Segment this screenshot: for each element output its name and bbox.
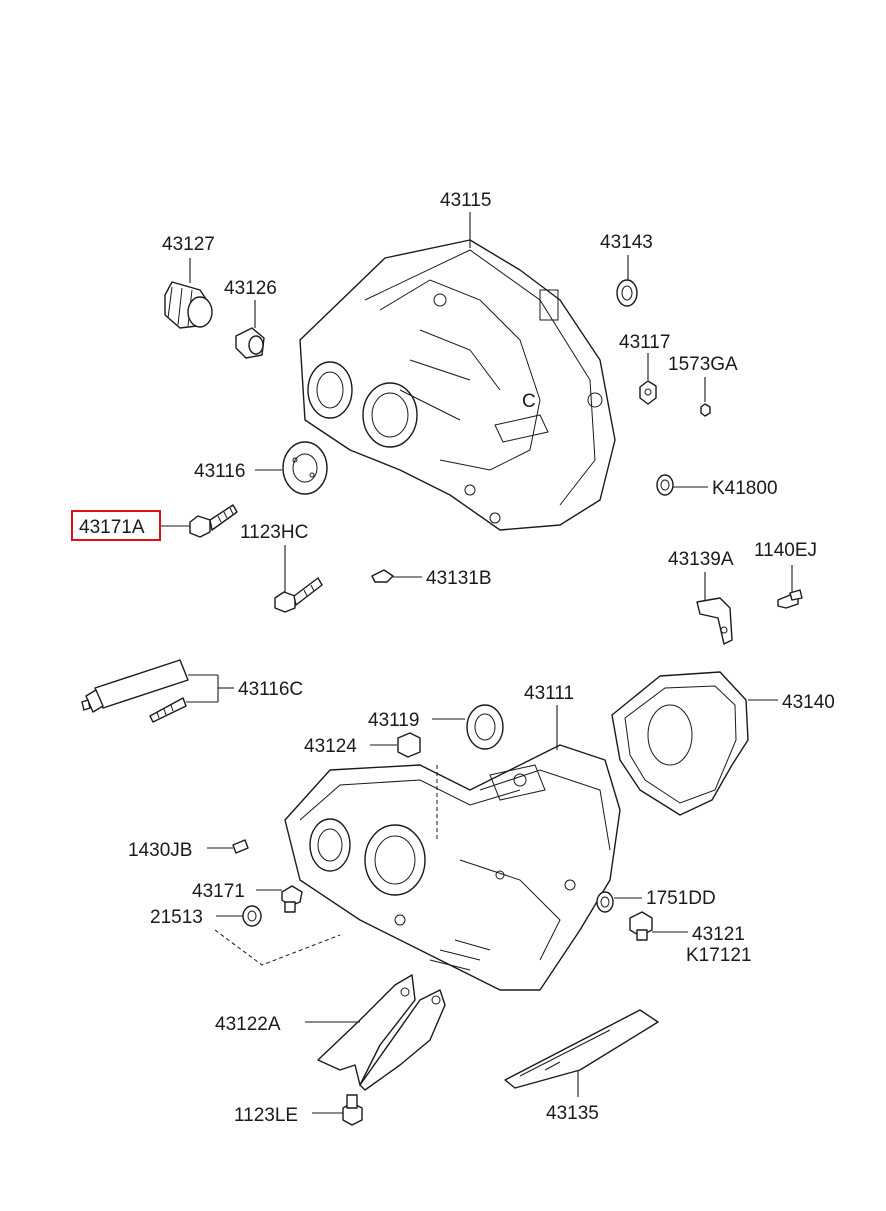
label-43124: 43124 [304,736,357,757]
plate-drawing-43116 [282,441,328,495]
label-1751DD: 1751DD [646,888,716,909]
housing-mark-c: C [522,391,536,412]
label-43116C: 43116C [238,679,303,700]
label-43171: 43171 [192,881,245,902]
label-43116: 43116 [194,461,245,482]
label-43115: 43115 [440,190,491,211]
plate-drawing-43135 [504,1009,659,1089]
label-43135: 43135 [546,1103,599,1124]
label-21513: 21513 [150,907,203,928]
nut-drawing-43117 [639,380,657,405]
bolt-drawing-1123LE [342,1094,363,1126]
sealant-drawing-43116C [81,659,189,723]
label-1140EJ: 1140EJ [754,540,817,561]
bolt-drawing-43171A [189,504,238,538]
leader-43116C [186,674,234,703]
label-K41800: K41800 [712,478,778,499]
pin-drawing-1430JB [232,839,249,854]
bushing-drawing-43126 [235,327,265,359]
boot-drawing-43127 [164,281,213,329]
bushing-drawing-43124 [397,732,421,758]
ring-drawing-43143 [616,279,638,307]
label-43131B: 43131B [426,568,492,589]
label-43122A: 43122A [215,1014,281,1035]
cover-drawing-43140 [611,671,749,816]
label-43143: 43143 [600,232,653,253]
label-1123HC: 1123HC [240,522,308,543]
label-43117: 43117 [619,332,670,353]
label-1573GA: 1573GA [668,354,738,375]
label-43119: 43119 [368,710,419,731]
label-43127: 43127 [162,234,215,255]
washer-drawing-21513 [242,905,262,927]
label-43171A[interactable]: 43171A [79,517,145,538]
washer-drawing-1751DD [596,891,614,913]
clutch-housing-drawing: C [299,239,616,531]
label-K17121: K17121 [686,945,752,966]
transmission-case-drawing [284,744,621,991]
plug-drawing-43121 [629,911,653,941]
bolt-drawing-43171 [281,885,303,913]
label-1123LE: 1123LE [234,1105,298,1126]
label-43140: 43140 [782,692,835,713]
nut-drawing-1573GA [700,403,711,417]
highlight-box-43171A [71,510,161,541]
label-1430JB: 1430JB [128,840,192,861]
bolt-drawing-1123HC [274,577,323,613]
bracket-drawing-43122A [317,974,446,1091]
seal-drawing-43119 [466,704,504,750]
label-43139A: 43139A [668,549,734,570]
label-43111: 43111 [524,683,574,704]
label-43121: 43121 [692,924,745,945]
washer-drawing-K41800 [656,474,674,496]
bolt-drawing-1140EJ [777,589,803,609]
plug-drawing-43131B [371,569,394,583]
label-43126: 43126 [224,278,277,299]
bracket-drawing-43139A [696,597,733,645]
dashed-guide-lines [214,929,341,966]
